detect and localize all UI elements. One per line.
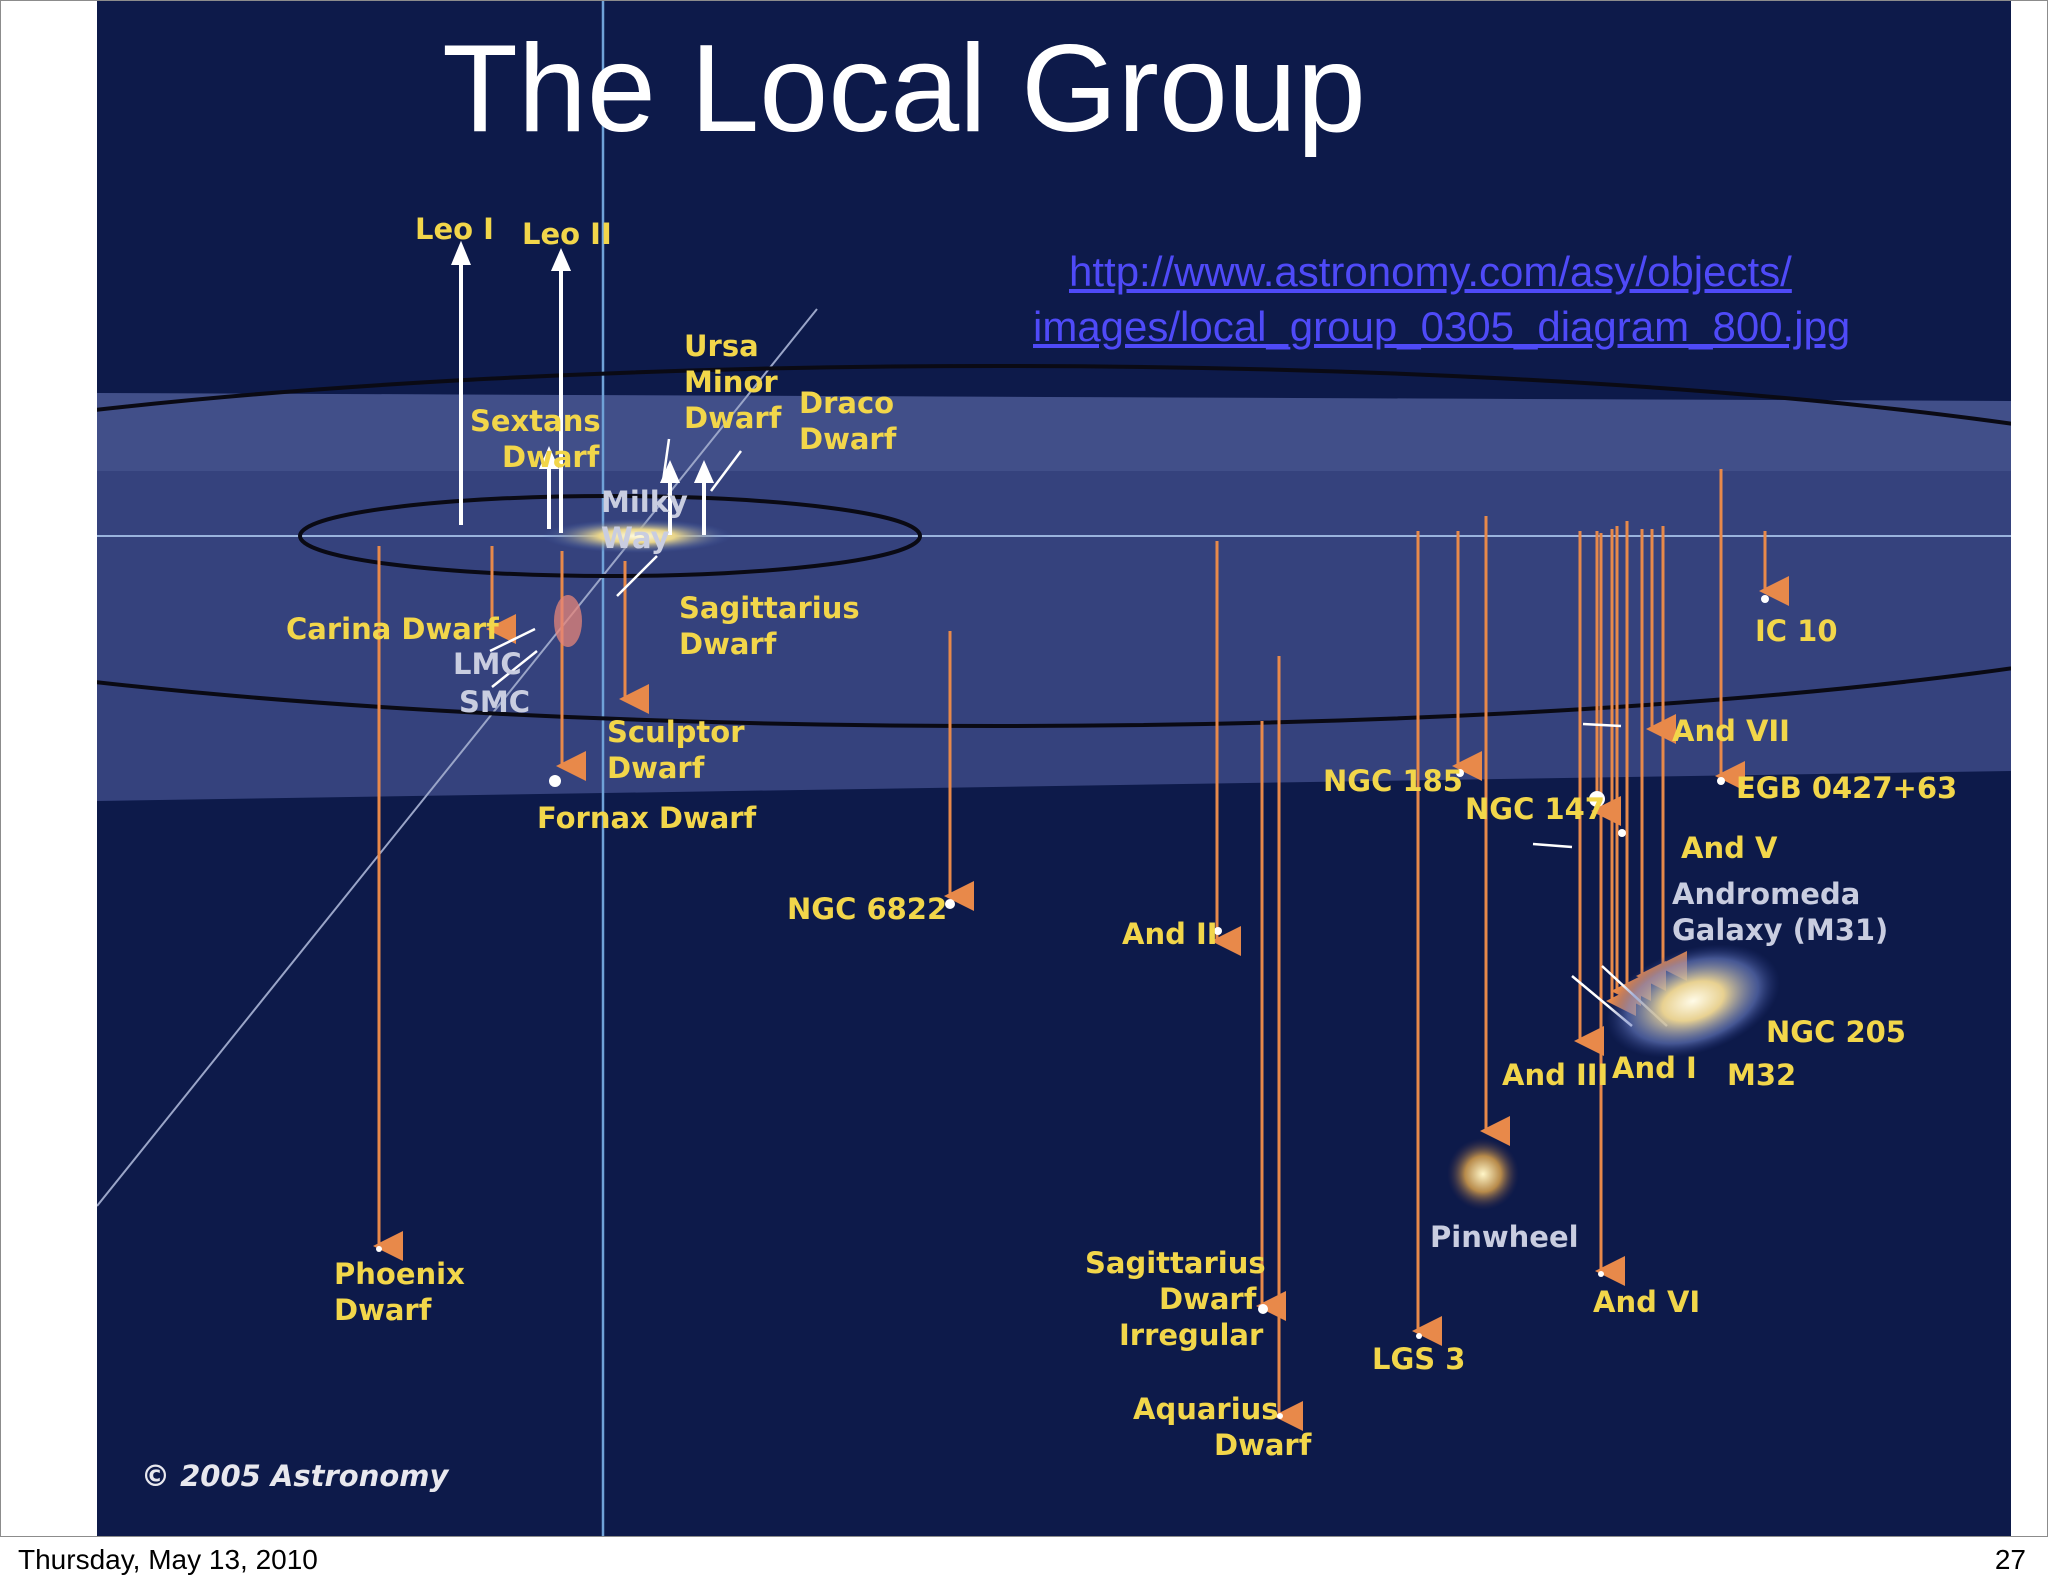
label-smc: SMC xyxy=(459,685,530,719)
label-draco-2: Dwarf xyxy=(799,422,897,456)
label-and-vii: And VII xyxy=(1672,714,1790,748)
label-and-i: And I xyxy=(1612,1051,1697,1085)
label-lgs3: LGS 3 xyxy=(1372,1342,1465,1376)
milky-way-galaxy xyxy=(542,519,732,553)
label-sextans-1: Sextans xyxy=(470,404,601,438)
label-m32: M32 xyxy=(1727,1058,1796,1092)
white-arrows xyxy=(451,240,715,535)
pointer-lines xyxy=(489,438,1668,1027)
inner-orbit-ellipse xyxy=(298,494,922,578)
label-ursa-minor-1: Ursa xyxy=(684,329,759,363)
label-sagittarius-2: Dwarf xyxy=(679,627,777,661)
label-and-v: And V xyxy=(1681,831,1778,865)
page-number: 27 xyxy=(1994,1544,2026,1575)
label-phoenix-1: Phoenix xyxy=(334,1257,465,1291)
label-carina: Carina Dwarf xyxy=(286,612,499,646)
label-milky-way-2: Way xyxy=(601,521,670,555)
label-andromeda-2: Galaxy (M31) xyxy=(1672,913,1888,947)
diagonal-line xyxy=(97,308,818,1207)
label-pinwheel: Pinwheel xyxy=(1430,1220,1579,1254)
local-group-diagram: Leo I Leo II Ursa Minor Dwarf Draco Dwar… xyxy=(97,1,2011,1536)
label-aquarius-2: Dwarf xyxy=(1214,1428,1312,1462)
credit-text: © 2005 Astronomy xyxy=(141,1459,449,1493)
andromeda-galaxy xyxy=(1605,944,1781,1058)
lmc-galaxy xyxy=(554,595,582,647)
diagram-svg: Leo I Leo II Ursa Minor Dwarf Draco Dwar… xyxy=(97,1,2011,1536)
slide-frame: Leo I Leo II Ursa Minor Dwarf Draco Dwar… xyxy=(0,0,2048,1537)
label-sag-irr-2: Dwarf xyxy=(1159,1282,1257,1316)
label-fornax: Fornax Dwarf xyxy=(537,801,757,835)
label-leo-ii: Leo II xyxy=(522,217,612,251)
source-link-line1[interactable]: http://www.astronomy.com/asy/objects/ xyxy=(1069,248,1792,295)
outer-orbit-ellipse xyxy=(97,364,2011,728)
label-leo-i: Leo I xyxy=(415,212,494,246)
label-lmc: LMC xyxy=(453,647,522,681)
label-draco-1: Draco xyxy=(799,386,894,420)
label-andromeda-1: Andromeda xyxy=(1672,877,1860,911)
label-and-ii: And II xyxy=(1122,917,1218,951)
label-sag-irr-1: Sagittarius xyxy=(1085,1246,1266,1280)
galaxy-dots xyxy=(376,595,1769,1419)
label-ngc205: NGC 205 xyxy=(1766,1015,1906,1049)
galactic-plane-highlight xyxy=(97,393,2011,471)
label-ngc6822: NGC 6822 xyxy=(787,892,947,926)
label-ic10: IC 10 xyxy=(1755,614,1838,648)
label-sculptor-1: Sculptor xyxy=(607,715,745,749)
label-sagittarius-1: Sagittarius xyxy=(679,591,860,625)
label-egb: EGB 0427+63 xyxy=(1736,771,1957,805)
label-and-vi: And VI xyxy=(1593,1285,1700,1319)
footer-date: Thursday, May 13, 2010 xyxy=(18,1544,318,1575)
diagram-labels: Leo I Leo II Ursa Minor Dwarf Draco Dwar… xyxy=(141,212,1957,1493)
label-ursa-minor-2: Minor xyxy=(684,365,778,399)
label-ngc147: NGC 147 xyxy=(1465,792,1605,826)
label-phoenix-2: Dwarf xyxy=(334,1293,432,1327)
pinwheel-galaxy xyxy=(1447,1138,1519,1210)
slide-title: The Local Group xyxy=(442,20,1366,158)
source-link-line2[interactable]: images/local_group_0305_diagram_800.jpg xyxy=(1033,303,1851,350)
label-sag-irr-3: Irregular xyxy=(1119,1318,1264,1352)
label-sculptor-2: Dwarf xyxy=(607,751,705,785)
label-ngc185: NGC 185 xyxy=(1323,764,1463,798)
label-ursa-minor-3: Dwarf xyxy=(684,401,782,435)
label-aquarius-1: Aquarius xyxy=(1133,1392,1279,1426)
label-milky-way-1: Milky xyxy=(601,485,688,519)
label-and-iii: And III xyxy=(1502,1058,1608,1092)
orange-arrows xyxy=(373,469,1789,1431)
label-sextans-2: Dwarf xyxy=(502,440,600,474)
